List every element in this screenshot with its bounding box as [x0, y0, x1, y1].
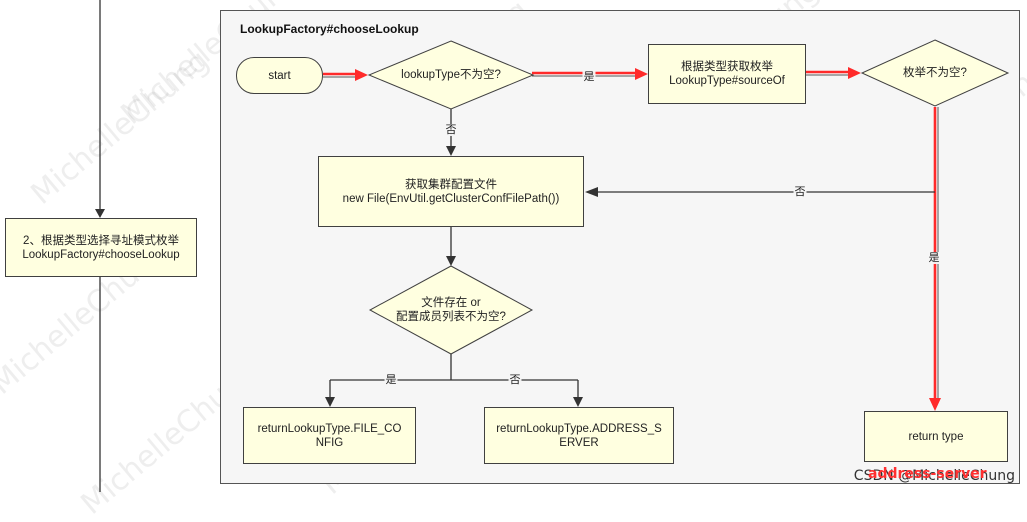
- edge-label-yes: 是: [927, 252, 941, 264]
- edge-label-no: 否: [444, 124, 458, 136]
- left-flow-line: [95, 0, 105, 492]
- get-enum-node: 根据类型获取枚举 LookupType#sourceOf: [648, 44, 806, 104]
- decision-file-label: 文件存在 or 配置成员列表不为空?: [396, 297, 506, 323]
- decision-enum-label: 枚举不为空?: [903, 67, 967, 79]
- decision-file-shape: [368, 265, 534, 355]
- edge-label-yes: 是: [582, 71, 596, 83]
- lookup-factory-frame: [220, 10, 1020, 484]
- get-cluster-config-node: 获取集群配置文件 new File(EnvUtil.getClusterConf…: [318, 156, 584, 227]
- return-file-config-node: returnLookupType.FILE_CO NFIG: [243, 407, 416, 464]
- edge-label-no: 否: [508, 374, 522, 386]
- decision-lookup-type-shape: [367, 40, 535, 110]
- edge-label-no: 否: [793, 186, 807, 198]
- decision-enum-shape: [860, 39, 1010, 107]
- decision-lookup-type-label: lookupType不为空?: [401, 69, 501, 81]
- return-type-node: return type: [864, 411, 1008, 462]
- credit-overlay-text: address-server: [868, 466, 987, 482]
- diamond-shapes: [367, 39, 1010, 355]
- return-address-server-node: returnLookupType.ADDRESS_S ERVER: [484, 407, 674, 464]
- credit-text: CSDN @MichelleChung: [853, 468, 1015, 484]
- step-choose-lookup: 2、根据类型选择寻址模式枚举 LookupFactory#chooseLooku…: [5, 218, 197, 277]
- start-node: start: [236, 57, 323, 94]
- edge-label-yes: 是: [384, 374, 398, 386]
- csdn-credit: CSDN @MichelleChung: [854, 468, 1015, 484]
- frame-title: LookupFactory#chooseLookup: [240, 22, 419, 36]
